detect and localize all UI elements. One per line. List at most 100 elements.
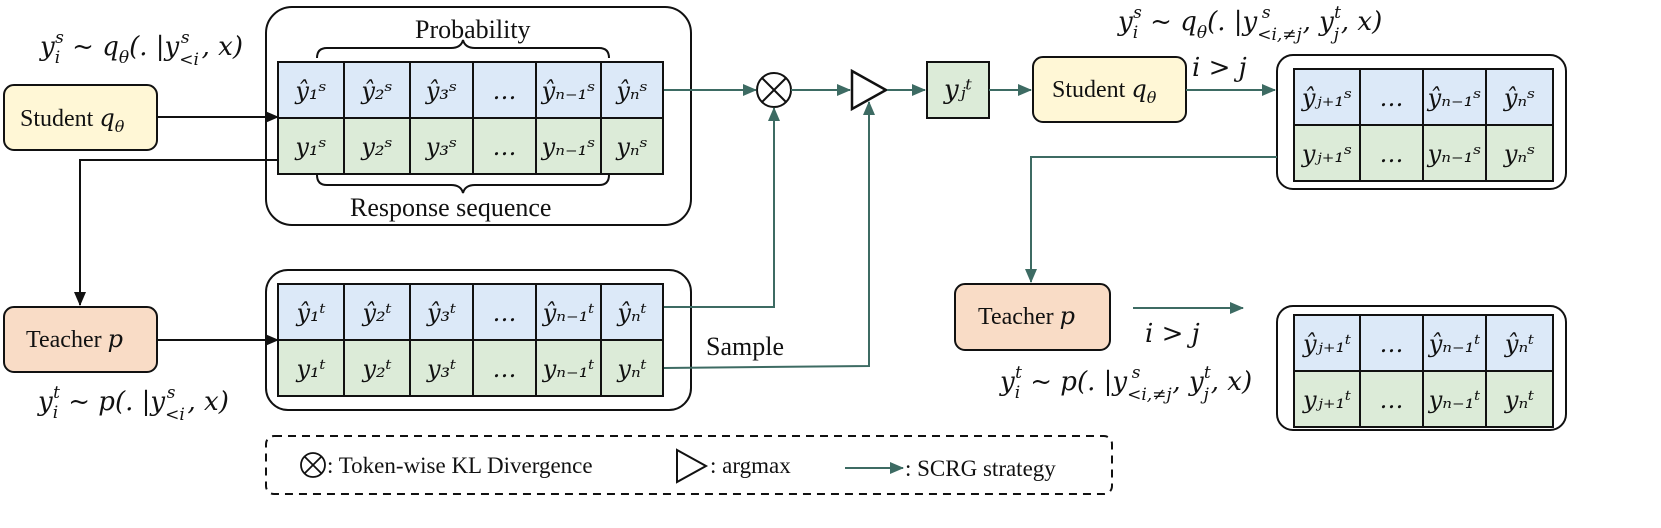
teacher-seq-cell-2-6 bbox=[600, 339, 664, 397]
student-seq-cell-1-6 bbox=[600, 61, 664, 119]
probability-brace bbox=[316, 39, 610, 59]
svg-text:Student qθ: Student qθ bbox=[20, 104, 125, 136]
student-seq-token-2-3: y₃ˢ bbox=[425, 133, 457, 161]
svg-text:Teacher p: Teacher p bbox=[26, 325, 123, 353]
svg-text:yis ~ qθ(. |y<i,≠js, yjt, x): yis ~ qθ(. |y<i,≠js, yjt, x) bbox=[1117, 3, 1382, 45]
arrow-sample-to-argmax bbox=[663, 101, 875, 369]
student-right-token-2-3: yₙ₋₁ˢ bbox=[1427, 140, 1482, 168]
student-right-cell-2-1 bbox=[1293, 124, 1361, 182]
student-seq-cell-1-2 bbox=[343, 61, 411, 119]
student-seq-token-1-5: ŷₙ₋₁ˢ bbox=[541, 77, 596, 105]
student-right-token-2-1: yⱼ₊₁ˢ bbox=[1301, 140, 1352, 168]
response-sequence-label: Response sequence bbox=[350, 193, 551, 222]
teacher-right-token-2-3: yₙ₋₁ᵗ bbox=[1428, 386, 1481, 414]
teacher-seq-cell-2-2 bbox=[343, 339, 411, 397]
svg-text:Student qθ: Student qθ bbox=[1052, 75, 1157, 107]
student-seq-token-2-4: … bbox=[493, 133, 517, 161]
svg-text:yit ~ p(. |y<is, x): yit ~ p(. |y<is, x) bbox=[37, 383, 229, 425]
student-seq-token-2-5: yₙ₋₁ˢ bbox=[541, 133, 596, 161]
student-right-token-1-1: ŷⱼ₊₁ˢ bbox=[1301, 84, 1352, 112]
svg-text:yⱼᵗ: yⱼᵗ bbox=[943, 75, 973, 105]
teacher-seq-cell-2-3 bbox=[409, 339, 474, 397]
legend-kl-text: : Token-wise KL Divergence bbox=[327, 453, 593, 478]
teacher-right-cell-2-1 bbox=[1293, 370, 1361, 428]
teacher-seq-token-2-2: y₂ᵗ bbox=[361, 355, 391, 383]
student-seq-token-2-2: y₂ˢ bbox=[360, 133, 392, 161]
student-sequence: ŷ₁ˢ ŷ₂ˢ ŷ₃ˢ … ŷₙ₋₁ˢ ŷₙˢ y₁ˢ y₂ˢ y₃ˢ … yₙ₋₁ˢ yₙˢ bbox=[277, 61, 664, 175]
teacher-right-token-1-3: ŷₙ₋₁ᵗ bbox=[1428, 330, 1481, 358]
teacher-right-token-1-1: ŷⱼ₊₁ᵗ bbox=[1302, 330, 1351, 358]
teacher-seq-token-1-4: … bbox=[493, 299, 517, 327]
i-gt-j-top: i > j bbox=[1192, 53, 1247, 83]
teacher-right-token-1-2: … bbox=[1380, 330, 1404, 358]
student-right-token-1-2: … bbox=[1380, 84, 1404, 112]
response-brace bbox=[316, 174, 610, 194]
svg-text:Teacher p: Teacher p bbox=[978, 302, 1075, 330]
teacher-box-left: Teacher p bbox=[3, 306, 158, 373]
teacher-right-container bbox=[1276, 305, 1567, 431]
teacher-seq-token-2-1: y₁ᵗ bbox=[295, 355, 325, 383]
student-formula-left: yis ~ qθ(. |y<is, x) bbox=[39, 28, 243, 70]
student-formula-right: yis ~ qθ(. |y<i,≠js, yjt, x) bbox=[1117, 3, 1382, 45]
probability-label: Probability bbox=[415, 15, 531, 44]
teacher-right-sequence: ŷⱼ₊₁ᵗ … ŷₙ₋₁ᵗ ŷₙᵗ yⱼ₊₁ᵗ … yₙ₋₁ᵗ yₙᵗ bbox=[1293, 314, 1554, 428]
student-right-cell-2-4 bbox=[1485, 124, 1554, 182]
teacher-right-token-2-2: … bbox=[1380, 386, 1404, 414]
teacher-right-token-2-4: yₙᵗ bbox=[1504, 386, 1534, 414]
student-right-token-2-4: yₙˢ bbox=[1503, 140, 1535, 168]
arrows bbox=[74, 84, 1277, 369]
student-right-token-1-3: ŷₙ₋₁ˢ bbox=[1427, 84, 1482, 112]
student-box-left: Student qθ bbox=[3, 84, 158, 151]
teacher-seq-token-1-1: ŷ₁ᵗ bbox=[295, 299, 325, 327]
svg-text:yit ~ p(. |y<i,≠js, yjt, x): yit ~ p(. |y<i,≠js, yjt, x) bbox=[999, 363, 1252, 405]
student-right-cell-1-1 bbox=[1293, 68, 1361, 126]
sample-label: Sample bbox=[706, 332, 784, 361]
arrow-right-seq-to-teacher bbox=[1025, 156, 1277, 283]
teacher-seq-cell-1-6 bbox=[600, 283, 664, 341]
teacher-seq-cell-2-1 bbox=[277, 339, 345, 397]
student-seq-cell-1-1 bbox=[277, 61, 345, 119]
student-seq-token-1-3: ŷ₃ˢ bbox=[425, 77, 457, 105]
arrow-seq-to-teacher bbox=[74, 159, 278, 306]
teacher-seq-cell-1-3 bbox=[409, 283, 474, 341]
student-seq-cell-2-6 bbox=[600, 117, 664, 175]
svg-text:yis ~ qθ(. |y<is, x): yis ~ qθ(. |y<is, x) bbox=[39, 28, 243, 70]
teacher-seq-cell-1-2 bbox=[343, 283, 411, 341]
student-seq-cell-2-1 bbox=[277, 117, 345, 175]
teacher-right-cell-1-2 bbox=[1359, 314, 1424, 372]
teacher-right-token-1-4: ŷₙᵗ bbox=[1504, 330, 1534, 358]
student-right-token-2-2: … bbox=[1380, 140, 1404, 168]
student-seq-cell-2-4 bbox=[472, 117, 537, 175]
teacher-seq-token-2-4: … bbox=[493, 355, 517, 383]
teacher-formula-right: yit ~ p(. |y<i,≠js, yjt, x) bbox=[999, 363, 1252, 405]
kl-divergence-symbol bbox=[756, 72, 792, 108]
teacher-seq-token-1-2: ŷ₂ᵗ bbox=[361, 299, 391, 327]
teacher-seq-token-1-3: ŷ₃ᵗ bbox=[426, 299, 456, 327]
legend-argmax-symbol bbox=[676, 448, 709, 484]
legend-kl-symbol bbox=[300, 452, 326, 478]
student-seq-cell-2-2 bbox=[343, 117, 411, 175]
teacher-right-token-2-1: yⱼ₊₁ᵗ bbox=[1302, 386, 1351, 414]
teacher-seq-cell-2-5 bbox=[535, 339, 602, 397]
legend-argmax-text: : argmax bbox=[710, 453, 791, 478]
student-seq-token-1-4: … bbox=[493, 77, 517, 105]
student-seq-token-1-6: ŷₙˢ bbox=[615, 77, 647, 105]
student-seq-token-2-1: y₁ˢ bbox=[294, 133, 326, 161]
teacher-seq-token-1-5: ŷₙ₋₁ᵗ bbox=[542, 299, 595, 327]
student-seq-token-1-2: ŷ₂ˢ bbox=[360, 77, 392, 105]
teacher-seq-token-2-3: y₃ᵗ bbox=[426, 355, 456, 383]
teacher-seq-cell-1-5 bbox=[535, 283, 602, 341]
teacher-right-cell-2-2 bbox=[1359, 370, 1424, 428]
student-box-right: Student qθ bbox=[1032, 56, 1187, 123]
legend: : Token-wise KL Divergence : argmax : SC… bbox=[265, 435, 1113, 495]
argmax-token-box: yⱼᵗ bbox=[926, 61, 990, 119]
student-seq-token-2-6: yₙˢ bbox=[615, 133, 647, 161]
legend-scrg-text: : SCRG strategy bbox=[905, 456, 1056, 481]
teacher-box-right: Teacher p bbox=[954, 283, 1111, 351]
student-seq-token-1-1: ŷ₁ˢ bbox=[294, 77, 326, 105]
student-right-container bbox=[1276, 54, 1567, 190]
i-gt-j-bottom: i > j bbox=[1145, 319, 1200, 349]
